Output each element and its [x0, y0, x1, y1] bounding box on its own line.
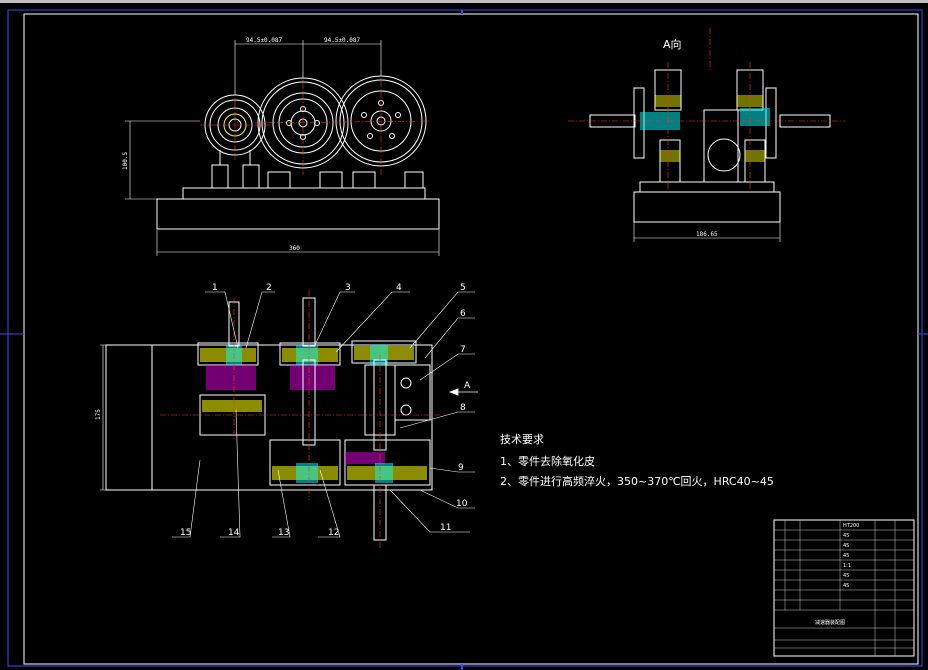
callout-5: 5: [460, 283, 466, 293]
callout-9: 9: [458, 463, 464, 473]
technical-requirements: 技术要求 1、零件去除氧化皮 2、零件进行高频淬火，350~370℃回火，HRC…: [500, 433, 774, 488]
dim-center-distance-right: 94.5±0.087: [324, 37, 361, 44]
callout-14: 14: [228, 528, 240, 538]
section-arrow-label: A: [464, 381, 471, 391]
dim-side-width: 186.65: [696, 231, 718, 238]
callout-8: 8: [460, 403, 466, 413]
callout-10: 10: [456, 499, 468, 509]
dim-overall-width: 360: [289, 245, 300, 252]
title-block[interactable]: HT200 45 45 45 1:1 45 45 减速器装配图: [773, 519, 915, 657]
drawing-frame: [0, 9, 928, 670]
callout-6: 6: [460, 309, 466, 319]
callout-11: 11: [440, 523, 451, 533]
title-block-row-2: 45: [843, 533, 849, 539]
callout-13: 13: [278, 528, 289, 538]
part-callouts: 1 2 3 4 5 6 7 8 9 10 11 12 13 14 15: [180, 283, 468, 538]
window-top-strip: [0, 0, 928, 3]
title-block-row-4: 45: [843, 553, 849, 559]
callout-7: 7: [460, 345, 466, 355]
callout-12: 12: [328, 528, 339, 538]
callout-3: 3: [345, 283, 351, 293]
title-block-drawing-name: 减速器装配图: [815, 619, 845, 626]
dim-plan-height: 175: [95, 409, 102, 420]
title-block-row-5: 1:1: [843, 563, 851, 569]
title-block-row-1: HT200: [843, 523, 859, 529]
side-view-title: A向: [663, 37, 682, 51]
tech-req-title: 技术要求: [500, 433, 544, 446]
side-view: A向: [568, 28, 845, 242]
dim-center-distance-left: 94.5±0.087: [246, 37, 283, 44]
front-view: 94.5±0.087 94.5±0.087 360 100.5: [122, 37, 440, 256]
tech-req-item-1: 1、零件去除氧化皮: [500, 454, 595, 468]
dim-shaft-height: 100.5: [122, 152, 129, 170]
title-block-row-6: 45: [843, 573, 849, 579]
callout-15: 15: [180, 528, 191, 538]
callout-2: 2: [266, 283, 272, 293]
plan-view: A 175 1 2 3: [95, 283, 478, 548]
callout-4: 4: [396, 283, 402, 293]
title-block-row-3: 45: [843, 543, 849, 549]
tech-req-item-2: 2、零件进行高频淬火，350~370℃回火，HRC40~45: [500, 474, 774, 488]
callout-1: 1: [212, 283, 218, 293]
title-block-row-7: 45: [843, 583, 849, 589]
